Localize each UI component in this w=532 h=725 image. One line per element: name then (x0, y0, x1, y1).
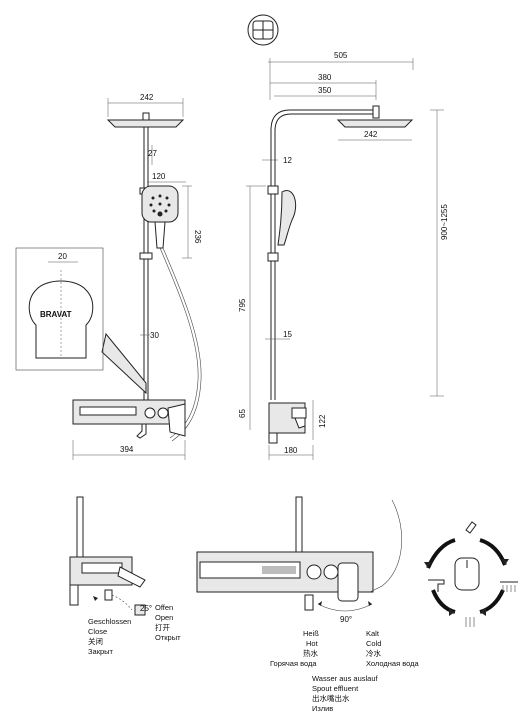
dim-arm-350: 350 (318, 86, 332, 95)
label-hot-de: Heiß (303, 629, 319, 638)
side-hand-shower (277, 190, 297, 246)
dim-side-head-width: 242 (364, 130, 378, 139)
label-hot-en: Hot (306, 639, 319, 648)
spout-detail: 25° Offen Open 打开 Открыт Geschlossen Clo… (69, 496, 181, 656)
lever-handle (167, 403, 186, 437)
selector-knob-icon (144, 407, 156, 419)
detail-knob-left-icon (306, 564, 322, 580)
label-spout-en: Spout effluent (312, 684, 359, 693)
shower-arm (270, 109, 376, 150)
callout-wedge (101, 332, 147, 395)
dim-depth: 180 (284, 446, 298, 455)
detail-knob-right-icon (323, 564, 339, 580)
label-off-ru: Открыт (155, 633, 181, 642)
dim-arm-gap: 27 (148, 149, 157, 158)
handshower-mode-icon (465, 521, 477, 534)
dim-overall-reach: 505 (334, 51, 348, 60)
shelf-slot (79, 406, 137, 416)
detail-frame (15, 247, 104, 371)
dim-handshower-width: 120 (152, 172, 166, 181)
arrow-lower-right-icon (479, 589, 505, 614)
label-close-de: Geschlossen (88, 617, 131, 626)
slider-bottom (139, 252, 153, 260)
label-hot-zh: 热水 (303, 648, 318, 658)
dim-12: 12 (283, 156, 292, 165)
label-close-zh: 关闭 (88, 636, 103, 646)
spout (136, 423, 147, 439)
label-close-ru: Закрыт (88, 647, 114, 656)
dim-795: 795 (238, 298, 247, 312)
arrow-upper-right-icon (479, 538, 507, 566)
label-off-en: Open (155, 613, 173, 622)
hand-shower-handle (154, 221, 166, 249)
dim-handshower-height: 236 (193, 230, 202, 244)
label-spout-zh: 出水嘴出水 (312, 693, 350, 703)
dim-65: 65 (238, 409, 247, 418)
detail-spout (304, 594, 314, 611)
detail-dim: 20 (58, 252, 67, 261)
dim-arm-380: 380 (318, 73, 332, 82)
arrow-lower-left-icon (431, 589, 456, 614)
label-spout-ru: Излив (312, 704, 333, 713)
dim-15: 15 (283, 330, 292, 339)
rotation-knob-icon (454, 557, 480, 591)
detail-lever-handle (337, 562, 359, 602)
mixer-detail: 90° Heiß Hot 热水 Горячая вода Kalt Cold 冷… (196, 496, 420, 713)
arrow-upper-left-icon (426, 538, 456, 569)
label-hot-ru: Горячая вода (270, 659, 317, 668)
grid-symbol-icon (247, 14, 279, 46)
dim-height-range: 900~1255 (440, 204, 449, 240)
label-off-zh: 打开 (155, 622, 170, 632)
label-cold-zh: 冷水 (366, 648, 381, 658)
detail-brand: BRAVAT (40, 310, 72, 319)
spout-mode-icon (428, 579, 445, 592)
dim-total-width: 394 (120, 445, 134, 454)
label-close-en: Close (88, 627, 107, 636)
label-spout-de: Wasser aus auslauf (312, 674, 379, 683)
dim-122: 122 (318, 414, 327, 428)
label-off-de: Offen (155, 603, 173, 612)
side-spout (268, 432, 278, 444)
rotation-diagram (424, 521, 518, 627)
angle-90: 90° (340, 615, 352, 624)
temperature-knob-icon (157, 407, 169, 419)
detail-shelf (199, 561, 301, 579)
dim-head-width: 242 (140, 93, 154, 102)
side-overhead-head (336, 119, 414, 128)
detail-lever (117, 566, 146, 588)
shower-spray-icon (465, 617, 475, 627)
front-view-left: 242 27 120 236 30 (15, 93, 202, 460)
label-cold-de: Kalt (366, 629, 380, 638)
label-cold-en: Cold (366, 639, 381, 648)
overhead-mode-icon (500, 581, 518, 592)
angle-25: 25° (140, 604, 152, 613)
dim-slider-gap: 30 (150, 331, 159, 340)
overhead-shower-head (106, 119, 185, 128)
label-cold-ru: Холодная вода (366, 659, 420, 668)
side-view-right: 505 380 350 242 12 900~1255 795 (238, 51, 449, 460)
